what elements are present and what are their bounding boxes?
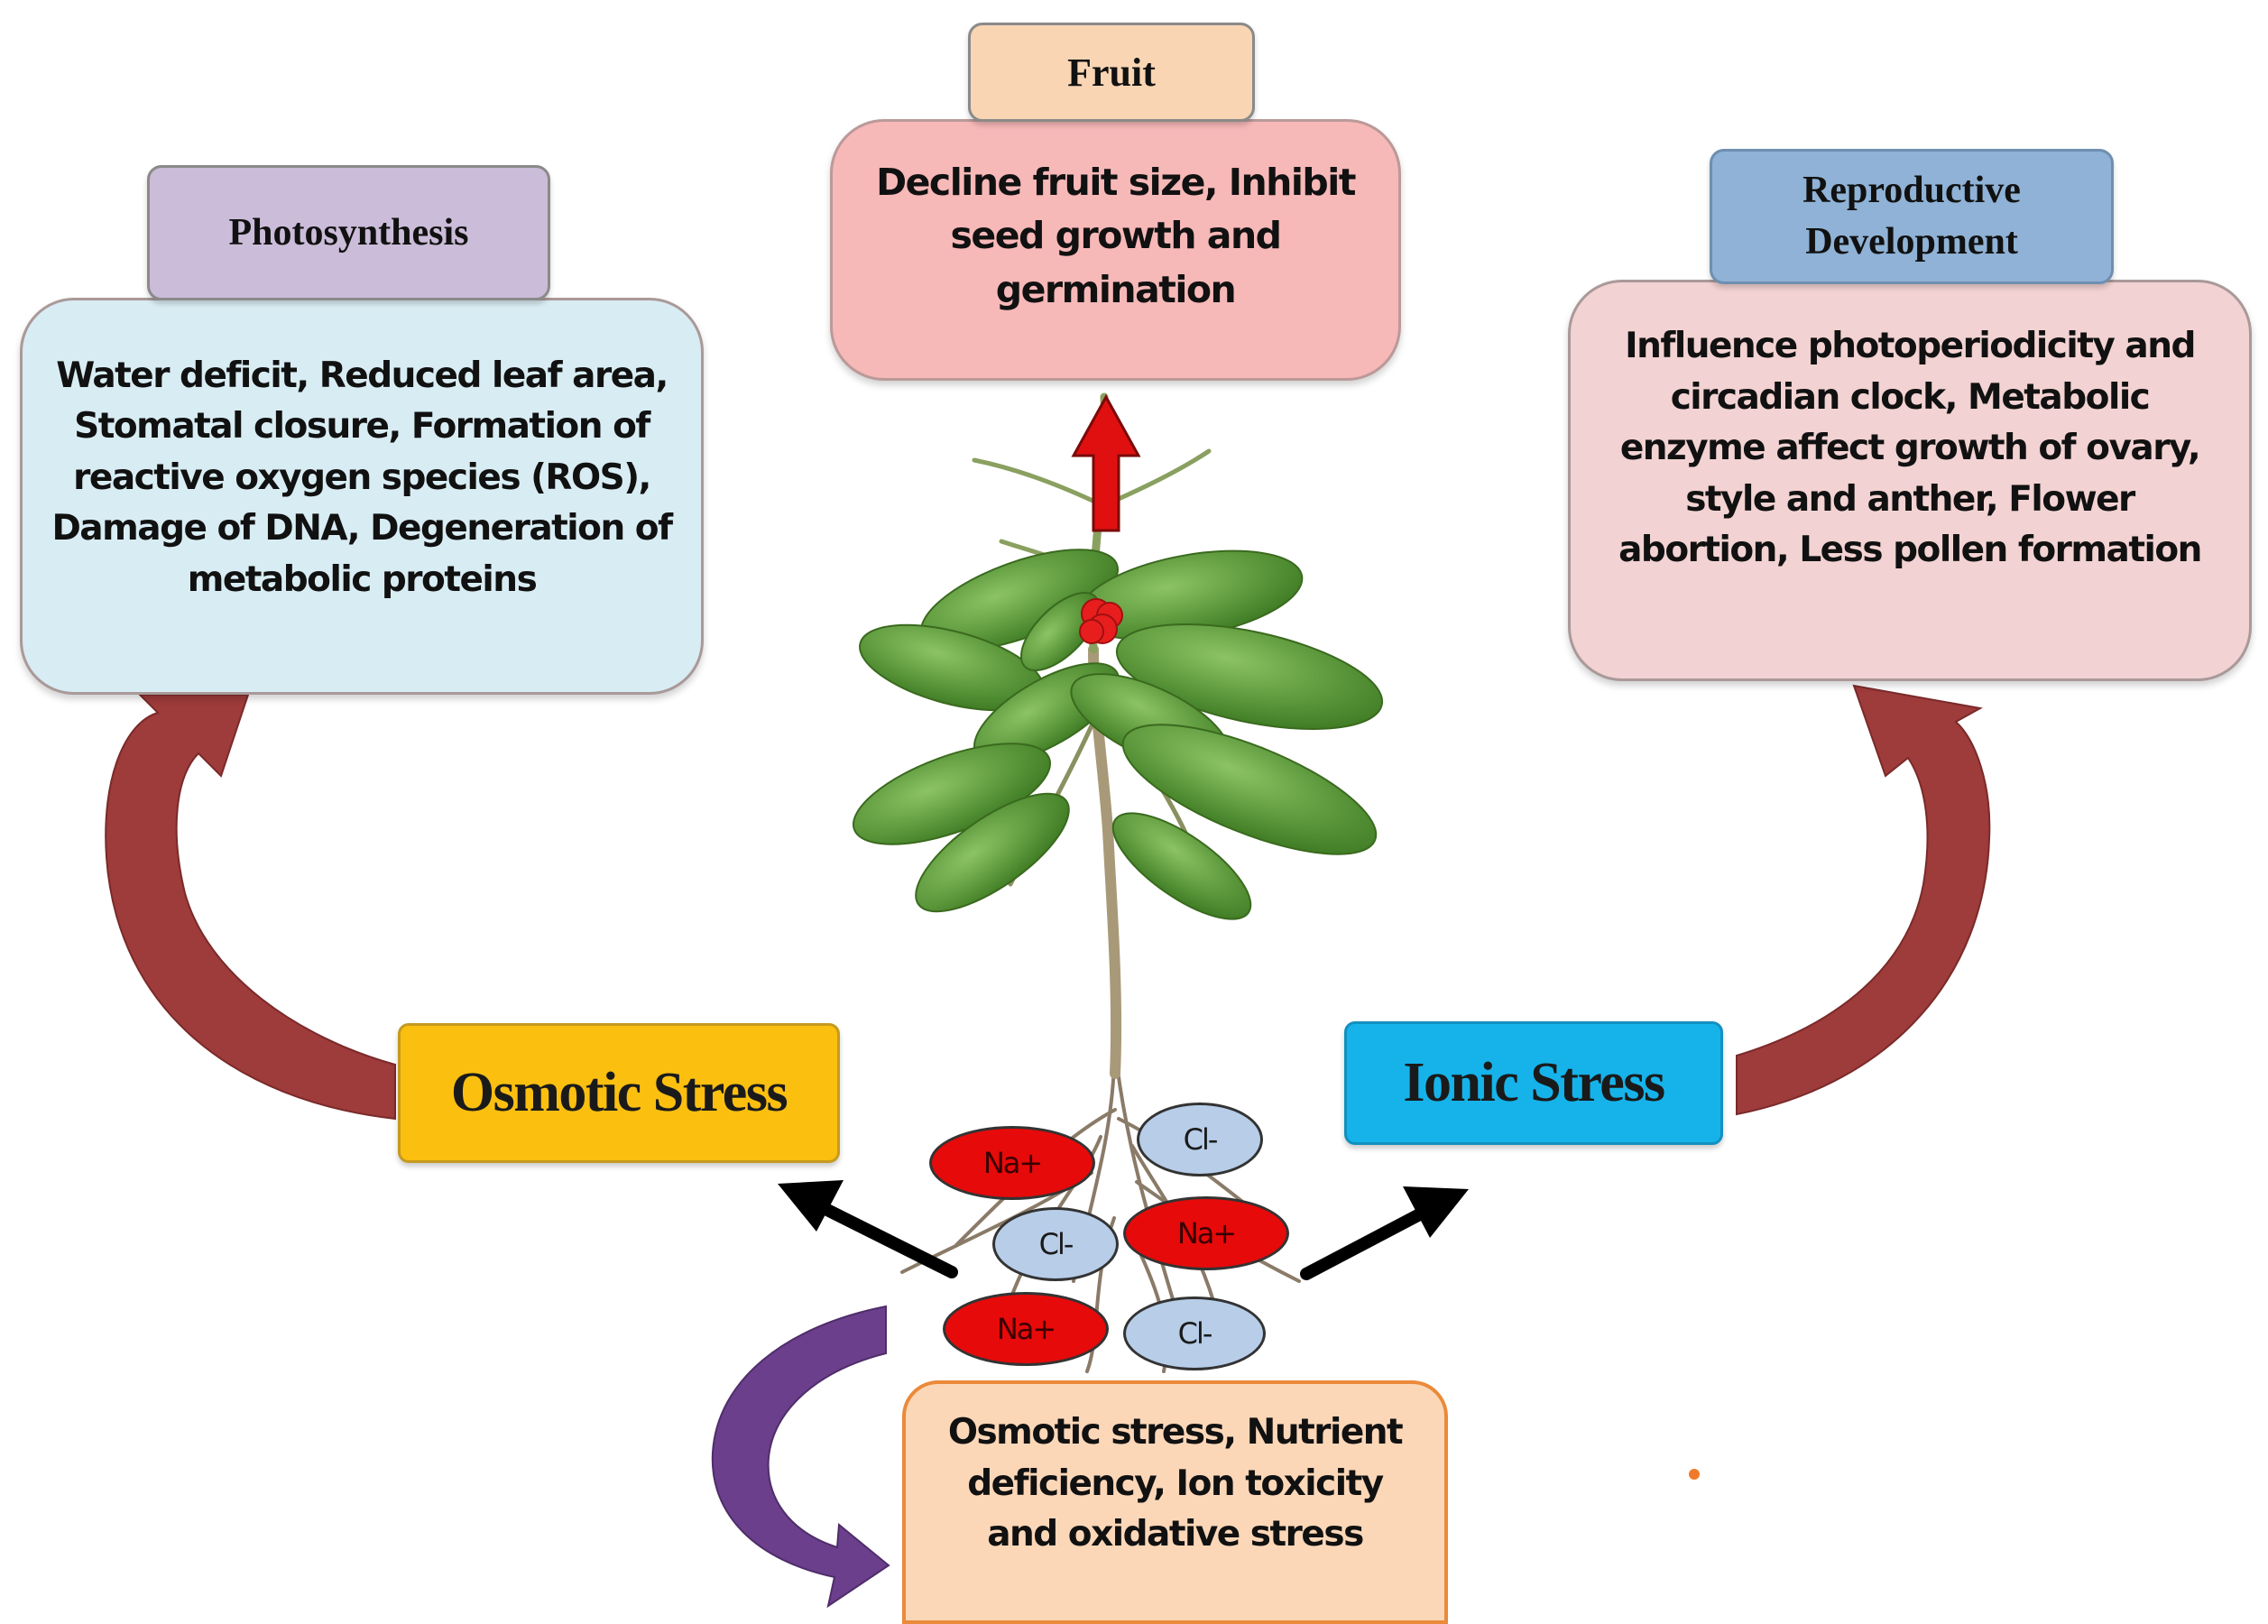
fruit-title: Fruit (968, 23, 1255, 122)
reproductive-title-text: Reproductive Development (1802, 170, 2021, 263)
fruit-effects-text: Decline fruit size, Inhibit seed growth … (876, 160, 1356, 311)
purple-curved-arrow-icon (711, 1305, 890, 1609)
ionic-stress-box: Ionic Stress (1344, 1021, 1723, 1145)
black-arrow-to-ionic-icon (1300, 1186, 1469, 1280)
fruit-up-arrow-icon (1071, 393, 1141, 532)
fruit-effects-panel: Decline fruit size, Inhibit seed growth … (830, 119, 1401, 381)
osmotic-stress-label: Osmotic Stress (450, 1062, 788, 1123)
osmotic-stress-box: Osmotic Stress (398, 1023, 840, 1163)
ion-na-2: Na+ (1123, 1196, 1289, 1270)
flower-bud (1079, 598, 1123, 644)
photosynthesis-title: Photosynthesis (147, 165, 550, 300)
reproductive-effects-panel: Influence photoperiodicity and circadian… (1568, 280, 2252, 681)
black-arrow-to-osmotic-icon (778, 1180, 958, 1278)
osmotic-to-photosynthesis-arrow-icon (105, 694, 396, 1121)
ion-cl-2: Cl- (992, 1207, 1119, 1281)
orange-dot (1689, 1469, 1700, 1480)
photosynthesis-effects-text: Water deficit, Reduced leaf area, Stomat… (51, 355, 673, 600)
ion-cl-1: Cl- (1137, 1103, 1263, 1176)
plant-leaves (852, 549, 1384, 920)
salt-effects-text: Osmotic stress, Nutrient deficiency, Ion… (947, 1412, 1404, 1555)
reproductive-title: Reproductive Development (1710, 149, 2114, 284)
ionic-to-reproductive-arrow-icon (1736, 684, 1991, 1116)
ion-na-1: Na+ (929, 1126, 1095, 1200)
salt-effects-panel: Osmotic stress, Nutrient deficiency, Ion… (902, 1380, 1448, 1624)
reproductive-effects-text: Influence photoperiodicity and circadian… (1618, 326, 2202, 571)
photosynthesis-effects-panel: Water deficit, Reduced leaf area, Stomat… (20, 298, 704, 695)
ion-na-3: Na+ (943, 1292, 1109, 1366)
ion-cl-3: Cl- (1123, 1296, 1266, 1370)
ionic-stress-label: Ionic Stress (1403, 1052, 1665, 1113)
